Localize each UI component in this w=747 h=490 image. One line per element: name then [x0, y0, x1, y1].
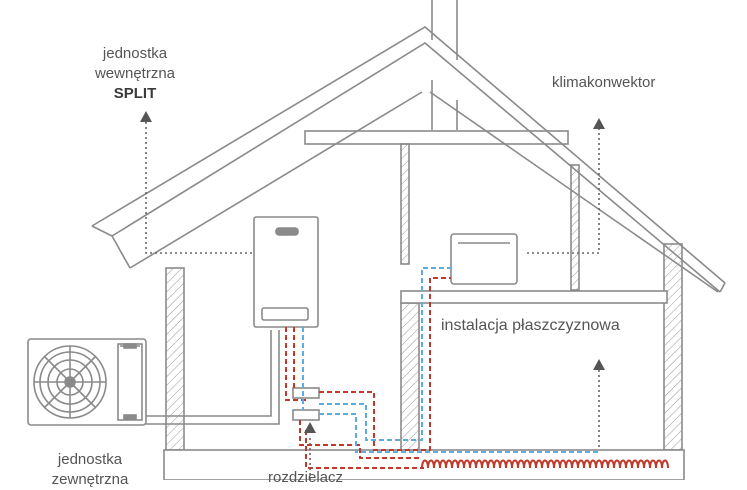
arrow-icons: [140, 111, 605, 433]
roof: [91, 26, 726, 293]
label-outdoor-unit-line2: zewnętrzna: [51, 471, 129, 488]
arrow-up-icon: [593, 359, 605, 370]
collar-beam: [304, 130, 569, 145]
split-heat-pump-diagram: jednostka wewnętrzna SPLIT klimakonwekto…: [27, 0, 726, 488]
supply-pipes: [285, 277, 451, 469]
refrigerant-lines: [146, 330, 280, 425]
arrow-up-icon: [304, 422, 316, 433]
indoor-unit-split: [253, 216, 319, 328]
outdoor-unit: [27, 338, 147, 426]
manifold: [292, 387, 320, 421]
label-indoor-unit: jednostka wewnętrzna SPLIT: [70, 44, 200, 104]
label-indoor-unit-line3: SPLIT: [113, 85, 157, 102]
arrow-up-icon: [593, 118, 605, 129]
label-indoor-unit-line2: wewnętrzna: [94, 65, 176, 82]
floor-slab: [400, 290, 668, 304]
leader-lines: [145, 122, 600, 480]
label-outdoor-unit: jednostka zewnętrzna: [35, 450, 145, 490]
fan-coil-unit: [450, 233, 518, 285]
chimney: [431, 0, 458, 130]
return-pipes: [302, 267, 600, 453]
underfloor-heating-coil: [421, 459, 669, 469]
label-surface-installation: instalacja płaszczyznowa: [441, 317, 620, 334]
attic-posts: [400, 143, 580, 291]
foundation: [163, 449, 685, 480]
fan-grille-icon: [33, 345, 107, 419]
label-manifold: rozdzielacz: [268, 469, 344, 486]
label-indoor-unit-line1: jednostka: [102, 45, 168, 62]
arrow-up-icon: [140, 111, 152, 122]
walls: [165, 243, 683, 451]
label-outdoor-unit-line1: jednostka: [57, 451, 123, 468]
house-cross-section: [27, 0, 726, 480]
label-fan-coil: klimakonwektor: [552, 74, 656, 91]
